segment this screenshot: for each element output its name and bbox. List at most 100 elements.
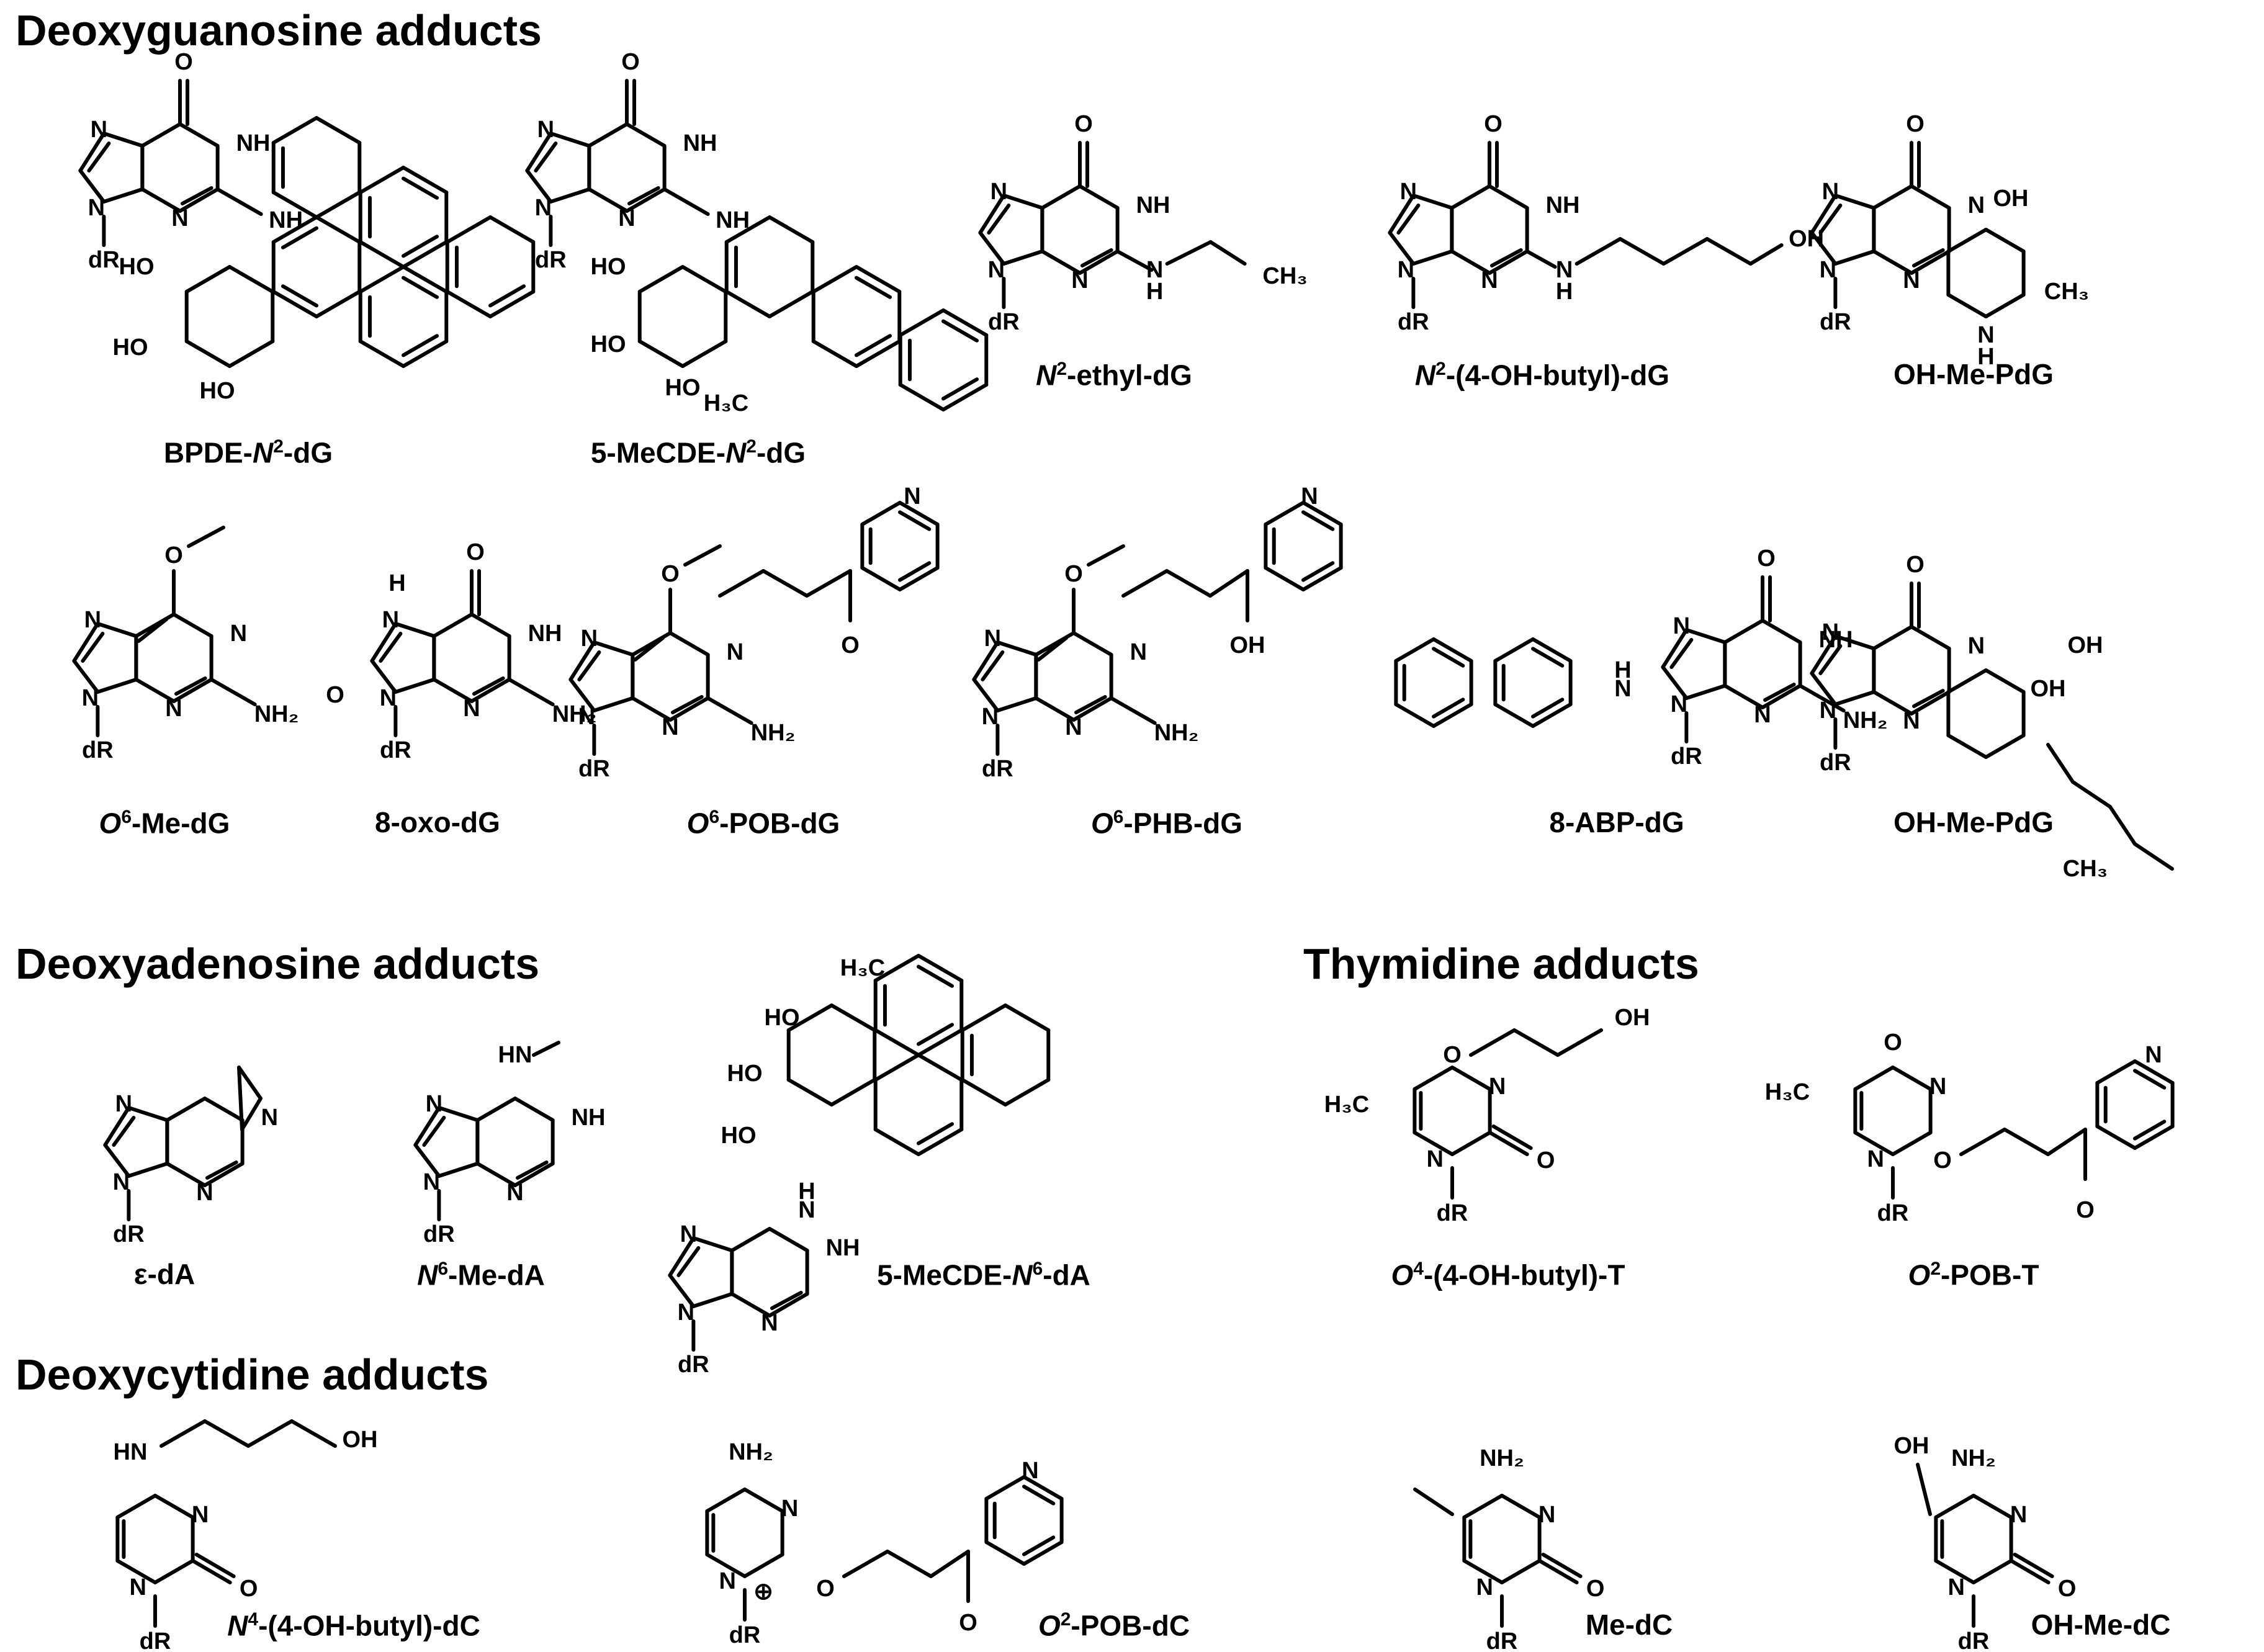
- bond: [898, 566, 940, 591]
- bond: [470, 613, 511, 638]
- bond: [668, 1273, 696, 1308]
- atom-label: N: [2010, 1502, 2027, 1528]
- bond: [393, 622, 436, 638]
- bond: [246, 1419, 294, 1448]
- bond: [1301, 510, 1335, 531]
- bond: [413, 1143, 441, 1178]
- bond: [2133, 842, 2174, 871]
- bond: [290, 1419, 337, 1448]
- bond: [1934, 1559, 1975, 1584]
- bond: [475, 1162, 517, 1187]
- bond: [402, 176, 439, 200]
- bond: [1891, 1066, 1933, 1091]
- bond: [358, 240, 405, 269]
- bond: [102, 187, 145, 204]
- bond: [315, 290, 362, 318]
- atom-label: CH₃: [2044, 279, 2089, 305]
- bond: [1531, 637, 1573, 663]
- bond: [488, 215, 536, 244]
- bond: [1810, 231, 1838, 266]
- bond: [917, 1053, 964, 1082]
- bond: [743, 1488, 784, 1513]
- atom-label: N: [537, 117, 554, 143]
- atom-label: N: [165, 696, 182, 722]
- bond: [1500, 1494, 1542, 1519]
- atom-label: H: [1614, 657, 1631, 683]
- label-o2-pob-t: O2-POB-T: [1908, 1259, 2039, 1291]
- bond: [1531, 703, 1573, 728]
- bond: [1087, 544, 1125, 567]
- label-5-mecde-n2-dg: 5-MeCDE-N2-dG: [590, 436, 806, 469]
- bond: [691, 1292, 734, 1308]
- bond: [1531, 698, 1565, 719]
- atom-label: dR: [678, 1352, 709, 1378]
- bond: [1493, 637, 1535, 663]
- atom-label: NH: [826, 1235, 860, 1261]
- bond: [1411, 194, 1454, 210]
- atom-label: N: [196, 1180, 213, 1206]
- bond: [315, 191, 362, 219]
- bond: [96, 678, 138, 694]
- label-bpde-n2-dg: BPDE-N2-dG: [163, 436, 333, 469]
- bond: [917, 954, 964, 982]
- bond: [525, 169, 553, 204]
- bond: [1301, 561, 1335, 582]
- bond: [281, 226, 318, 249]
- bond: [860, 501, 902, 526]
- bond: [72, 659, 100, 694]
- bond: [873, 1128, 920, 1156]
- atom-label: O: [2076, 1197, 2095, 1223]
- bond: [805, 569, 852, 598]
- bond: [1080, 248, 1113, 267]
- bond: [671, 695, 704, 714]
- bond: [184, 265, 231, 294]
- bond: [103, 1143, 131, 1178]
- atom-label: O: [1906, 552, 1925, 578]
- atom-label: O: [466, 539, 485, 565]
- atom-label: N: [1022, 1458, 1038, 1484]
- bond: [379, 632, 403, 663]
- bond: [1301, 501, 1343, 526]
- bond: [830, 1078, 877, 1107]
- bond: [724, 290, 771, 318]
- bond: [705, 1488, 747, 1513]
- atom-label: O: [1906, 111, 1925, 137]
- bond: [705, 1553, 747, 1578]
- bond: [917, 1128, 964, 1156]
- bond: [271, 215, 318, 244]
- bond: [960, 1003, 1007, 1032]
- bond: [886, 1550, 933, 1578]
- bond: [855, 276, 892, 299]
- atom-label: NH₂: [254, 701, 299, 727]
- atom-label: O: [1484, 111, 1503, 137]
- bond: [668, 696, 710, 722]
- atom-label: dR: [578, 756, 610, 782]
- bond: [2071, 780, 2112, 809]
- bond: [134, 613, 176, 638]
- bond: [1208, 240, 1247, 266]
- bond: [1022, 1475, 1064, 1501]
- bond: [768, 1292, 809, 1318]
- label-o2-pob-dc: O2-POB-dC: [1038, 1609, 1190, 1642]
- label-oh-me-pdg-1: OH-Me-PdG: [1893, 358, 2054, 390]
- bond: [1413, 1488, 1454, 1516]
- atom-label: H: [798, 1178, 815, 1205]
- bond: [549, 132, 591, 148]
- atom-label: O: [1757, 545, 1776, 572]
- atom-label: N: [2145, 1042, 2162, 1068]
- bond: [2133, 1069, 2167, 1090]
- atom-label: dR: [380, 737, 411, 763]
- atom-label: N: [1481, 267, 1498, 294]
- bond: [1002, 194, 1044, 210]
- bond: [1872, 249, 1913, 275]
- bond: [978, 231, 1006, 266]
- bond: [1165, 569, 1212, 598]
- atom-label: O: [1074, 111, 1093, 137]
- atom-label: N: [506, 1180, 523, 1206]
- bond: [153, 1559, 195, 1584]
- bond: [1972, 1494, 2013, 1519]
- bond: [205, 1160, 238, 1180]
